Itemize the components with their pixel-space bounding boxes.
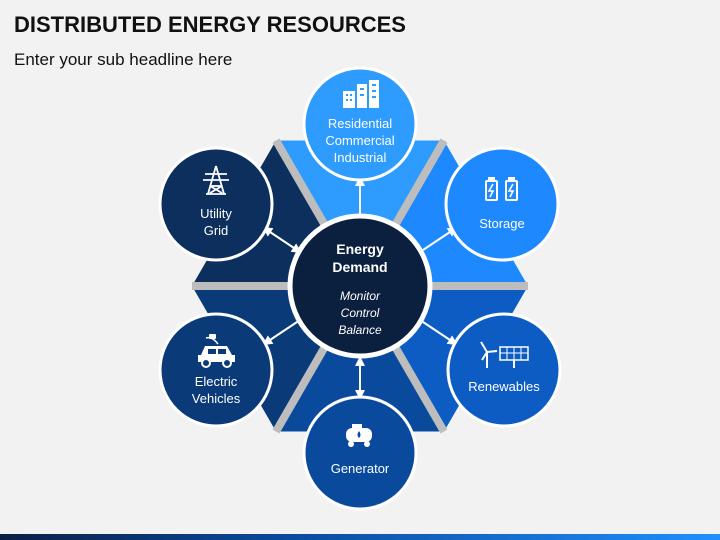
center-circle: [287, 213, 433, 359]
node-label-electric-vehicles: Electric Vehicles: [161, 373, 271, 407]
node-label-utility-grid: Utility Grid: [161, 205, 271, 239]
utility-line-2: Grid: [203, 223, 229, 238]
center-sub-line-2: Control: [340, 306, 380, 320]
residential-line-2: Commercial: [325, 133, 395, 148]
residential-line-1: Residential: [327, 116, 393, 131]
arrow-renewables: [419, 319, 458, 346]
node-electric-vehicles: [158, 312, 274, 428]
node-storage: [444, 146, 560, 262]
node-renewables: [446, 312, 562, 428]
node-generator: [302, 395, 418, 511]
page-title: DISTRIBUTED ENERGY RESOURCES: [14, 12, 406, 37]
center-title: Energy Demand: [300, 240, 420, 276]
generator-line-1: Generator: [330, 461, 390, 476]
node-label-renewables: Renewables: [449, 378, 559, 395]
wind-solar-icon: [480, 341, 529, 368]
node-utility-grid: [158, 146, 274, 262]
center-title-line-2: Demand: [332, 259, 388, 275]
ev-line-2: Vehicles: [191, 391, 241, 406]
electric-car-icon: [198, 334, 235, 368]
node-label-residential: Residential Commercial Industrial: [305, 115, 415, 166]
node-residential: [302, 66, 418, 182]
arrow-storage: [419, 226, 458, 253]
transmission-tower-icon: [203, 165, 229, 195]
center-sub-line-3: Balance: [338, 323, 382, 337]
ev-line-1: Electric: [194, 374, 238, 389]
page-subtitle: Enter your sub headline here: [14, 50, 233, 69]
storage-line-1: Storage: [479, 216, 525, 231]
renewables-line-1: Renewables: [468, 379, 540, 394]
bottom-accent-bar: [0, 534, 720, 540]
center-subtitle: Monitor Control Balance: [300, 288, 420, 339]
generator-tank-icon: [346, 424, 372, 447]
arrow-utility-grid: [262, 226, 302, 254]
node-label-generator: Generator: [305, 460, 415, 477]
residential-line-3: Industrial: [333, 150, 387, 165]
battery-icon: [485, 177, 518, 201]
connector-arrows: [262, 176, 458, 400]
node-label-storage: Storage: [447, 215, 557, 232]
buildings-icon: [343, 80, 379, 108]
arrow-electric-vehicles: [262, 319, 301, 346]
center-sub-line-1: Monitor: [339, 289, 380, 303]
center-title-line-1: Energy: [336, 241, 384, 257]
utility-line-1: Utility: [200, 206, 232, 221]
